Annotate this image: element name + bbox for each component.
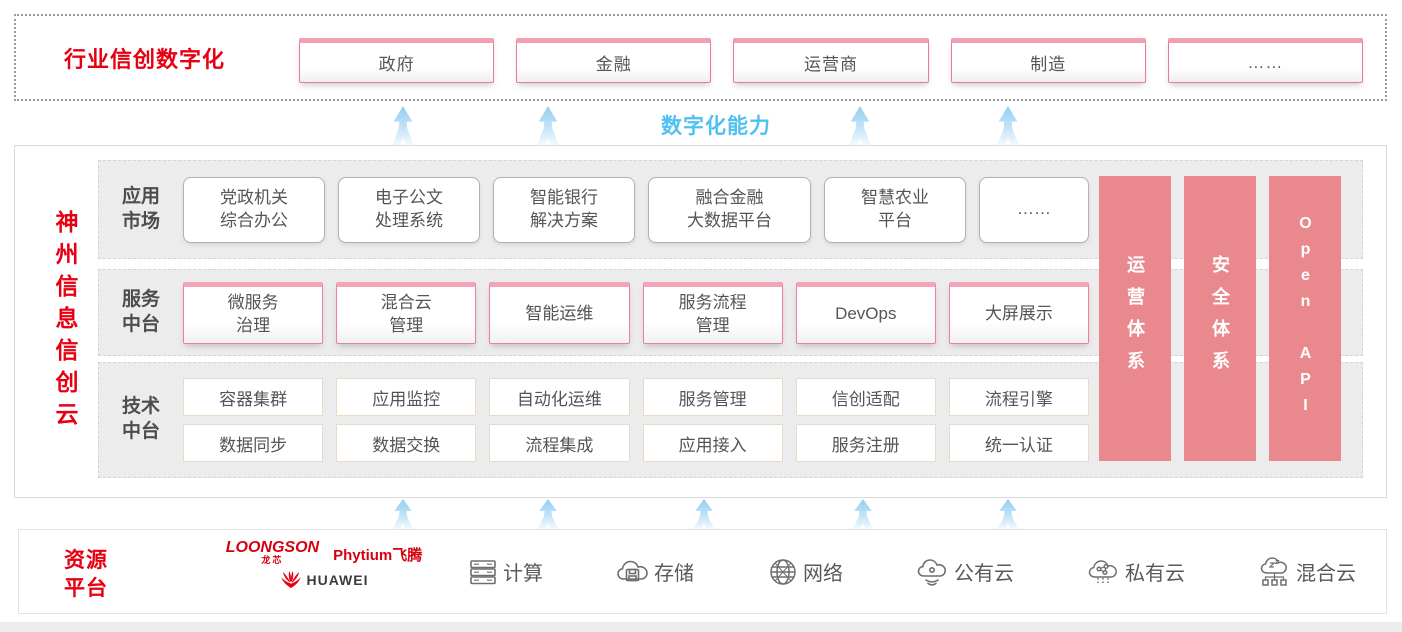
pillar-operations: 运营体系 — [1099, 176, 1171, 461]
tech-box: 自动化运维 — [489, 378, 630, 416]
huawei-flower-icon — [280, 571, 301, 589]
resource-item-hybrid-cloud: 混合云 — [1258, 556, 1356, 588]
tech-box: 信创适配 — [795, 378, 936, 416]
up-arrow-icon — [997, 106, 1019, 145]
tech-middle-label: 技术 中台 — [121, 396, 160, 442]
up-arrow-icon — [693, 499, 715, 529]
resource-item-label: 存储 — [654, 563, 694, 585]
app-box: 智能银行 解决方案 — [493, 176, 635, 243]
tech-box: 服务注册 — [795, 424, 936, 462]
up-arrow-icon — [392, 106, 414, 145]
resource-item-public-cloud: 公有云 — [916, 556, 1014, 588]
app-box: 智慧农业 平台 — [824, 176, 966, 243]
app-market-label: 应用 市场 — [121, 185, 160, 232]
tech-box: 流程集成 — [489, 424, 630, 462]
app-box: 电子公文 处理系统 — [338, 176, 480, 243]
service-box: 混合云 管理 — [336, 281, 477, 344]
loongson-logo-sub: 龙芯 — [261, 555, 284, 565]
pillar-security: 安全体系 — [1184, 176, 1256, 461]
huawei-logo: HUAWEI — [280, 571, 369, 589]
resource-item-label: 混合云 — [1296, 563, 1356, 585]
sector-government: 政府 — [299, 38, 495, 83]
resource-item-label: 私有云 — [1125, 563, 1185, 585]
loongson-logo-text: LOONGSON — [225, 539, 320, 556]
bottom-divider — [0, 622, 1402, 632]
platform-container: 神州信息信创云 应用 市场 党政机关 综合办公 电子公文 处理系统 智能银行 解… — [14, 145, 1387, 498]
tech-box: 统一认证 — [948, 424, 1089, 462]
sector-manufacturing: 制造 — [950, 38, 1146, 83]
resource-title: 资源 平台 — [64, 549, 108, 601]
server-icon — [470, 559, 496, 584]
loongson-logo: LOONGSON 龙芯 — [226, 540, 319, 565]
service-box: 服务流程 管理 — [642, 281, 783, 344]
network-globe-icon — [770, 558, 796, 585]
resource-item-label: 计算 — [503, 563, 543, 585]
up-arrow-icon — [852, 499, 874, 529]
tech-box: 应用接入 — [642, 424, 783, 462]
app-box: 党政机关 综合办公 — [183, 176, 325, 243]
resource-item-private-cloud: 私有云 — [1087, 556, 1185, 588]
vendor-logos: LOONGSON 龙芯 Phytium飞腾 HUAWEI — [219, 540, 429, 594]
resource-item-storage: 存储 — [616, 556, 694, 588]
service-middle-label: 服务 中台 — [121, 288, 160, 335]
phytium-logo: Phytium飞腾 — [333, 547, 423, 564]
app-box: 融合金融 大数据平台 — [648, 176, 811, 243]
industry-band-title: 行业信创数字化 — [64, 46, 226, 72]
resource-item-network: 网络 — [767, 556, 843, 588]
resource-items: 计算 存储 网络 — [467, 530, 1356, 613]
resource-platform: 资源 平台 LOONGSON 龙芯 Phytium飞腾 — [18, 529, 1387, 614]
app-box-ellipsis: …… — [979, 176, 1089, 243]
sector-finance: 金融 — [516, 38, 712, 83]
up-arrow-icon — [537, 499, 559, 529]
service-box: DevOps — [795, 281, 936, 344]
service-box: 智能运维 — [489, 281, 630, 344]
industry-band: 行业信创数字化 政府 金融 运营商 制造 …… — [14, 14, 1387, 101]
resource-item-label: 公有云 — [954, 563, 1014, 585]
tech-box: 数据同步 — [183, 424, 324, 462]
resource-item-compute: 计算 — [467, 556, 543, 588]
tech-box: 流程引擎 — [948, 378, 1089, 416]
service-items: 微服务 治理 混合云 管理 智能运维 服务流程 管理 DevOps 大屏展示 — [183, 281, 1090, 344]
sector-list: 政府 金融 运营商 制造 …… — [299, 38, 1364, 83]
up-arrow-icon — [537, 106, 559, 145]
hybrid-cloud-icon — [1260, 556, 1287, 586]
tech-box: 数据交换 — [336, 424, 477, 462]
tech-box: 应用监控 — [336, 378, 477, 416]
tech-box: 容器集群 — [183, 378, 324, 416]
huawei-logo-text: HUAWEI — [306, 572, 369, 588]
service-box: 微服务 治理 — [183, 281, 324, 344]
sector-ellipsis: …… — [1167, 38, 1364, 83]
tech-box: 服务管理 — [642, 378, 783, 416]
up-arrow-icon — [997, 499, 1019, 529]
tech-items: 容器集群 应用监控 自动化运维 服务管理 信创适配 流程引擎 数据同步 数据交换… — [183, 378, 1089, 462]
resource-item-label: 网络 — [803, 563, 843, 585]
capability-label: 数字化能力 — [661, 115, 771, 138]
private-cloud-icon — [1088, 559, 1117, 584]
pillar-group: 运营体系 安全体系 Open API — [1099, 176, 1341, 461]
service-box: 大屏展示 — [948, 281, 1090, 344]
platform-title: 神州信息信创云 — [52, 209, 78, 434]
public-cloud-icon — [917, 558, 947, 586]
pillar-open-api: Open API — [1269, 176, 1341, 461]
sector-operator: 运营商 — [733, 38, 929, 83]
up-arrow-icon — [392, 499, 414, 529]
cloud-storage-icon — [617, 560, 648, 581]
app-market-items: 党政机关 综合办公 电子公文 处理系统 智能银行 解决方案 融合金融 大数据平台… — [183, 176, 1089, 243]
up-arrow-icon — [849, 106, 871, 145]
